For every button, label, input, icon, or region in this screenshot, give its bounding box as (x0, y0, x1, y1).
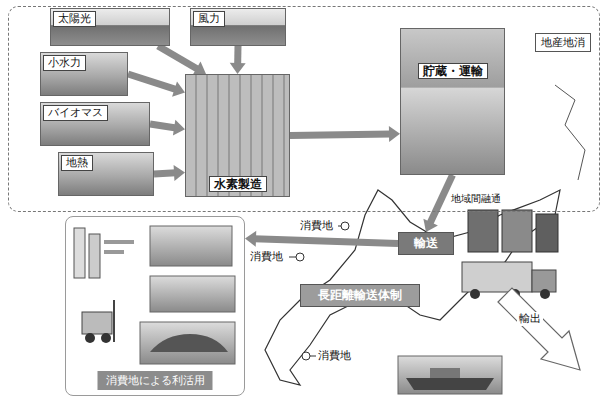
flow-arrow (128, 74, 185, 97)
source-photo: 小水力 (40, 52, 128, 96)
place-label: 消費地 (318, 349, 351, 363)
flow-box: 輸送 (398, 232, 454, 255)
flow-arrow (245, 231, 398, 247)
arrow-head (174, 165, 185, 181)
flow-arrow (150, 120, 185, 136)
usage-photos (74, 226, 235, 364)
place-label: 消費地 (250, 250, 283, 264)
ship-photo (398, 356, 502, 394)
storage-photo: 貯蔵・運輸 (400, 28, 505, 175)
arrow-shaft (254, 239, 398, 244)
arrow-shaft (290, 134, 391, 136)
edge-label: 地域間融通 (449, 192, 503, 206)
node-text: 輸送 (414, 235, 438, 252)
export-label: 輸出 (517, 312, 543, 326)
arrow-shaft (128, 74, 176, 90)
flow-arrow (230, 46, 246, 74)
arrow-head (172, 81, 185, 96)
arrow-head (245, 231, 256, 247)
node-text: 長距離輸送体制 (318, 287, 402, 304)
flow-box: 長距離輸送体制 (300, 284, 420, 307)
arrow-shaft (234, 46, 241, 65)
source-photo: 太陽光 (50, 8, 170, 46)
node-text: 太陽光 (53, 11, 96, 27)
flow-arrow (423, 175, 452, 232)
node-text: 水素製造 (209, 176, 267, 192)
source-photo: バイオマス (40, 102, 150, 146)
node-text: 小水力 (43, 55, 86, 71)
node-text: 地産地消 (535, 33, 591, 52)
node-text: 地熱 (61, 155, 93, 171)
node-text: 風力 (193, 11, 225, 27)
node-text: 消費地による利活用 (98, 371, 213, 390)
process-photo: 水素製造 (185, 74, 290, 197)
arrow-shaft (154, 173, 176, 174)
coastline (555, 85, 585, 180)
panel-box: 消費地による利活用 (65, 216, 245, 396)
arrow-shaft (158, 46, 198, 69)
export-arrow (498, 288, 580, 370)
node-text: 貯蔵・運輸 (418, 63, 488, 79)
container-photo (468, 210, 558, 252)
place-label: 消費地 (300, 219, 333, 233)
arrow-head (230, 63, 246, 74)
arrow-head (389, 126, 400, 142)
flow-arrow (154, 165, 185, 181)
region-box: 地産地消 太陽光 風力小水力バイオマス地熱水素製造 貯蔵・運輸 (8, 6, 600, 212)
source-photo: 風力 (190, 8, 286, 46)
arrow-head (173, 120, 185, 136)
arrow-shaft (150, 124, 176, 128)
flow-arrow (290, 126, 400, 142)
arrow-head (423, 219, 438, 232)
node-text: バイオマス (43, 105, 108, 121)
flow-arrow (158, 46, 206, 75)
source-photo: 地熱 (58, 152, 154, 196)
